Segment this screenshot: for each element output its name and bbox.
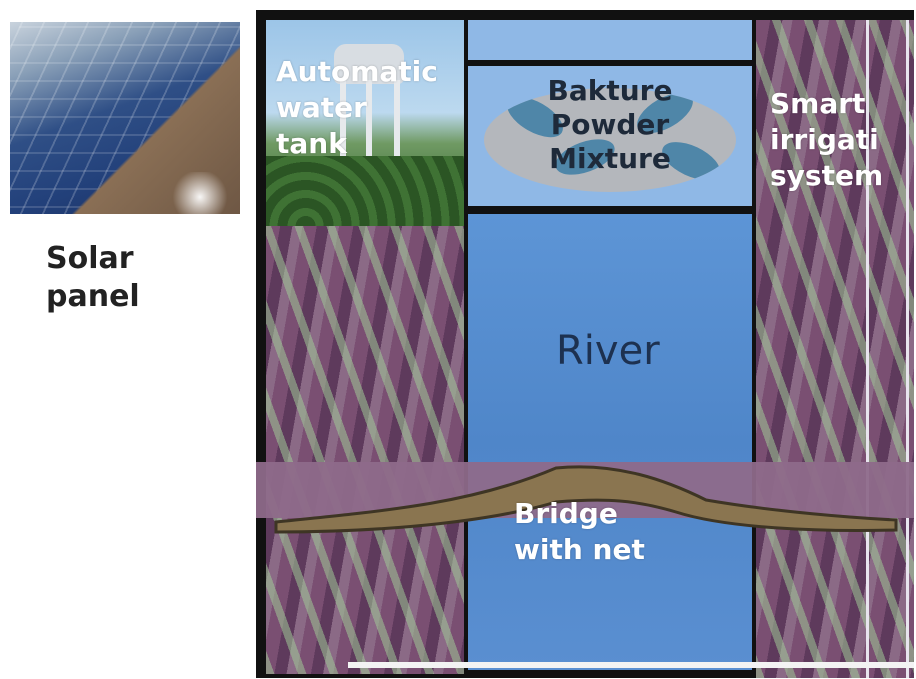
top-water-strip: [468, 20, 752, 60]
bottom-border-line: [348, 662, 914, 668]
mixer-disc: [484, 88, 736, 192]
bridge-label: Bridge with net: [514, 497, 645, 566]
tank-leg: [366, 80, 372, 215]
crop-field-left: [266, 226, 464, 674]
sun-glare: [170, 172, 230, 214]
bakture-mixture-panel: [468, 66, 752, 206]
river-label: River: [556, 328, 660, 374]
trees-background: [266, 156, 464, 226]
crop-field-right: [756, 20, 914, 678]
tank-tower: [334, 44, 404, 84]
tank-leg: [340, 80, 346, 215]
water-tank-image: [266, 20, 464, 226]
solar-panel-image: [10, 22, 240, 214]
solar-panel-label: Solar panel: [46, 241, 140, 314]
bridge-deck: [274, 465, 898, 534]
tank-leg: [394, 80, 400, 215]
irrigation-line: [866, 20, 869, 678]
river-area: [468, 214, 752, 670]
smart-irrigation-label: Smart irrigati system: [770, 87, 884, 192]
water-tank-label: Automatic water tank: [276, 55, 438, 160]
bridge-arch: [274, 465, 898, 534]
bakture-mixture-label: Bakture Powder Mixture: [547, 74, 673, 175]
irrigation-line: [906, 20, 909, 678]
farm-layout-diagram: Automatic water tank Bakture Powder Mixt…: [256, 10, 914, 678]
